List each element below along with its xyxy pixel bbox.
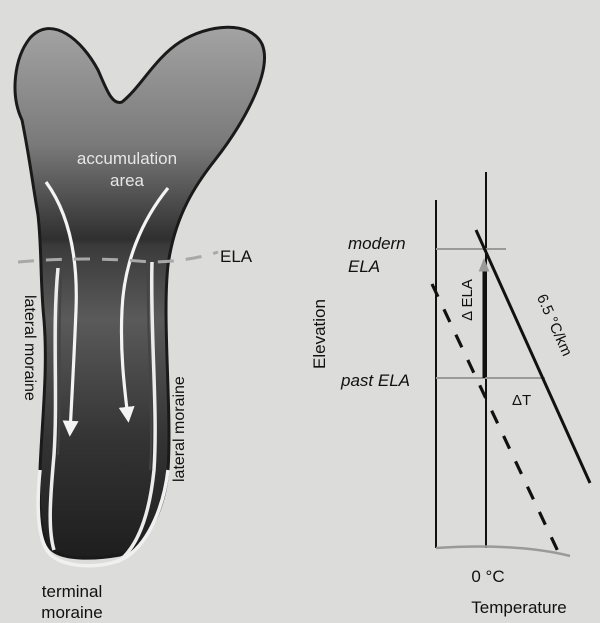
delta-ela-label: Δ ELA (459, 279, 476, 321)
delta-t-label: ΔT (512, 392, 531, 409)
glacier: ELA accumulation area lateral moraine la… (15, 27, 264, 622)
terminal-moraine-label-line1: terminal (42, 582, 102, 601)
past-ela-label: past ELA (340, 371, 410, 390)
y-axis-label: Elevation (310, 299, 329, 369)
lapse-rate-label: 6.5 °C/km (533, 292, 575, 359)
modern-ela-label-line1: modern (348, 234, 406, 253)
x-axis-label: Temperature (471, 598, 566, 617)
accumulation-label-line2: area (110, 171, 145, 190)
ela-temperature-graph: modern ELA past ELA Elevation Δ ELA 6.5 … (310, 172, 590, 617)
lateral-moraine-right-label: lateral moraine (171, 376, 188, 482)
accumulation-label-line1: accumulation (77, 149, 177, 168)
lateral-moraine-left-label: lateral moraine (21, 295, 38, 401)
lapse-rate-line (476, 230, 590, 483)
past-lapse-rate-line (432, 284, 562, 560)
x-axis (436, 547, 570, 556)
terminal-moraine-label-line2: moraine (41, 603, 102, 622)
modern-ela-label-line2: ELA (348, 257, 380, 276)
ela-label: ELA (220, 247, 253, 266)
x-tick-label-zero: 0 °C (471, 567, 504, 586)
